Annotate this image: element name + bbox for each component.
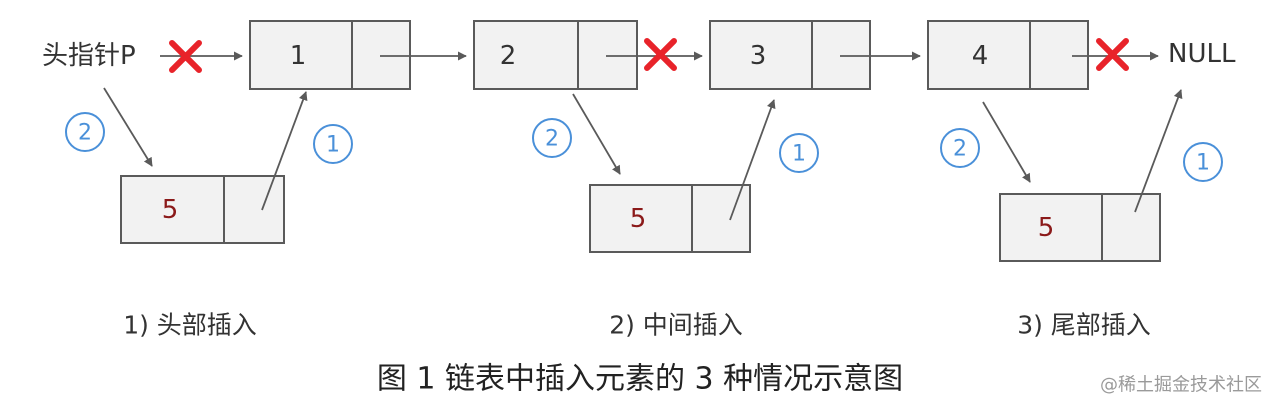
sub-caption-tail-insert: 3) 尾部插入 [1017,311,1151,340]
step-1-marker: 1 [1183,142,1223,182]
step-2-marker: 2 [65,112,105,152]
svg-text:1: 1 [326,133,340,158]
svg-text:2: 2 [545,127,559,152]
step-1-arrow [261,91,308,211]
step-1-marker: 1 [779,133,819,173]
cross-mark-icon [169,40,202,73]
step-1-marker: 1 [313,124,353,164]
sub-caption-head-insert: 1) 头部插入 [123,311,257,340]
new-node-middle: 5 [589,184,751,253]
list-node-4: 4 [927,20,1089,90]
new-node-value: 5 [630,204,647,234]
cross-mark-icon [644,38,677,71]
null-label: NULL [1168,39,1236,69]
figure-caption: 图 1 链表中插入元素的 3 种情况示意图 [377,362,903,397]
node-value: 2 [500,41,517,71]
step-2-marker: 2 [532,118,572,158]
step-2-arrow [572,93,621,175]
head-pointer-label: 头指针P [42,41,136,71]
step-1-arrow [729,99,776,221]
list-node-3: 3 [709,20,871,90]
new-node-value: 5 [1038,213,1055,243]
new-node-value: 5 [162,195,179,225]
step-1-arrow [1134,89,1183,213]
cross-mark-icon [1096,38,1129,71]
list-node-2: 2 [473,20,638,90]
list-node-1: 1 [249,20,411,90]
svg-text:1: 1 [792,142,806,167]
node-value: 3 [750,41,767,71]
svg-text:2: 2 [78,121,92,146]
new-node-head: 5 [120,175,285,244]
sub-caption-middle-insert: 2) 中间插入 [609,311,743,340]
new-node-tail: 5 [999,193,1161,262]
node-value: 1 [290,41,307,71]
svg-text:2: 2 [953,137,967,162]
step-2-marker: 2 [940,128,980,168]
svg-text:1: 1 [1196,151,1210,176]
node-value: 4 [972,41,989,71]
watermark: @稀土掘金技术社区 [1100,375,1262,396]
step-2-arrow [982,101,1031,183]
step-2-arrow [103,87,153,167]
